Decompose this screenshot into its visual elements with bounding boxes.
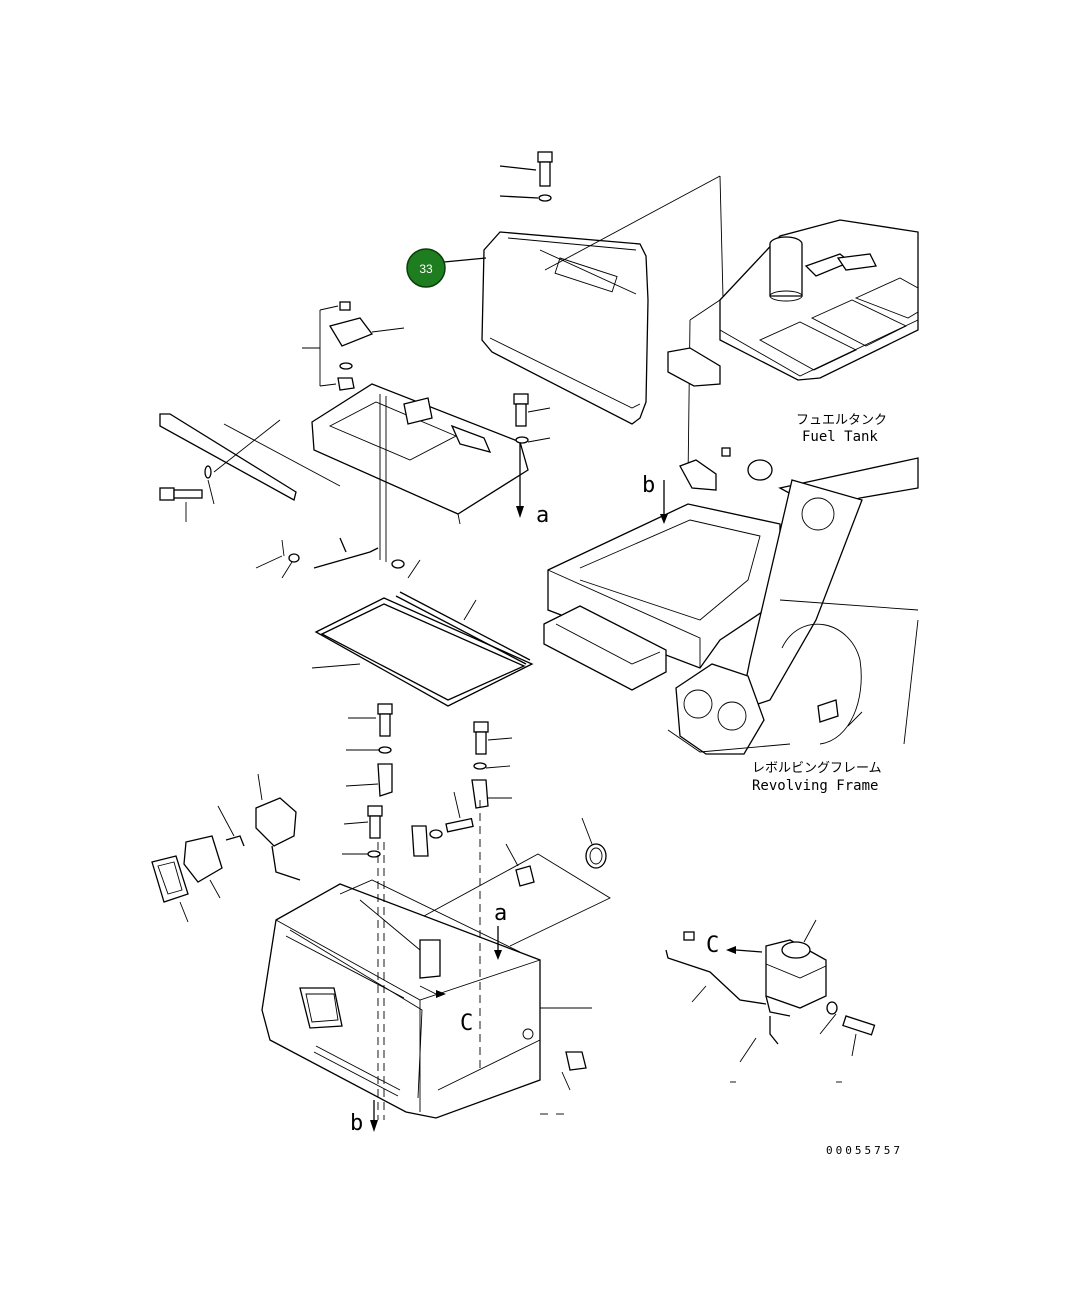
small-cover-plate bbox=[302, 301, 405, 391]
revolving-frame-label-jp: レボルビングフレーム bbox=[752, 761, 882, 776]
seal-frame bbox=[311, 591, 534, 707]
grommets bbox=[423, 817, 611, 947]
ref-a-bottom: a bbox=[494, 901, 507, 926]
top-plate bbox=[311, 383, 529, 562]
drawing-number: 00055757 bbox=[826, 1144, 903, 1157]
arrow-b-top-icon bbox=[660, 514, 668, 524]
work-lamp bbox=[151, 773, 301, 923]
ref-c-tank: C bbox=[706, 933, 719, 958]
fuel-tank-label-jp: フュエルタンク bbox=[796, 413, 887, 428]
drain-cap bbox=[540, 1051, 587, 1115]
ref-a-top: a bbox=[536, 503, 549, 528]
battery-box bbox=[261, 800, 592, 1132]
fuel-tank bbox=[667, 219, 919, 491]
callout-33[interactable]: 33 bbox=[406, 248, 446, 288]
revolving-frame bbox=[543, 457, 919, 755]
fuel-tank-label-en: Fuel Tank bbox=[802, 429, 878, 445]
arrow-c-tank-icon bbox=[726, 946, 736, 954]
ref-c-box: C bbox=[460, 1011, 473, 1036]
cover-panel bbox=[481, 231, 649, 425]
bracket-bar bbox=[159, 413, 341, 522]
link-rod bbox=[255, 537, 421, 579]
arrow-b-bottom-icon bbox=[370, 1120, 378, 1132]
ref-b-bottom: b bbox=[350, 1111, 363, 1136]
callout-33-circle[interactable] bbox=[406, 248, 446, 288]
arrow-a-bottom-icon bbox=[494, 950, 502, 960]
arrow-c-box-icon bbox=[436, 990, 446, 998]
revolving-frame-label-en: Revolving Frame bbox=[752, 778, 878, 794]
callout-33-label: 33 bbox=[419, 262, 433, 276]
bracket-bolts bbox=[342, 703, 513, 858]
plate-bolts bbox=[513, 393, 551, 444]
reservoir-tank bbox=[665, 919, 876, 1083]
cover-bolt bbox=[499, 151, 553, 202]
arrow-a-top-icon bbox=[516, 506, 524, 518]
ref-b-top: b bbox=[642, 473, 655, 498]
